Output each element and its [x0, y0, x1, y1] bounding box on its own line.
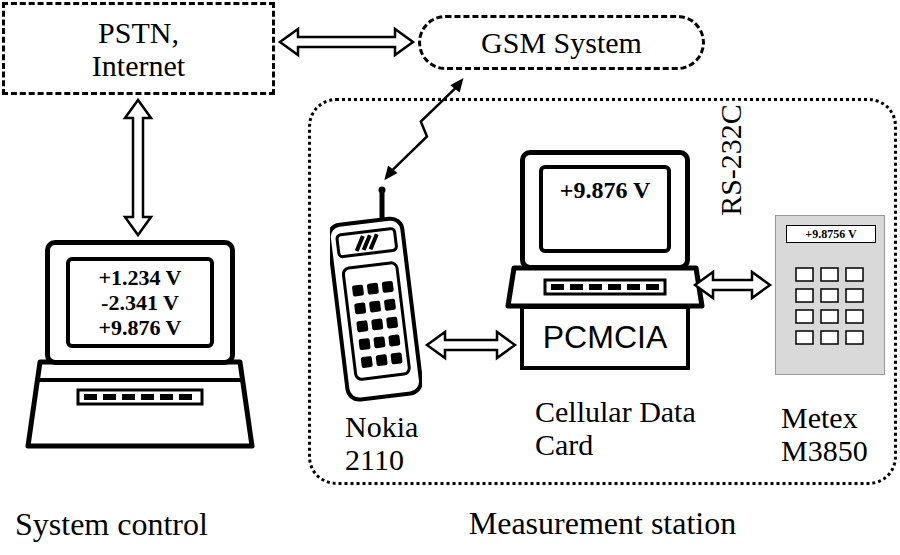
pcmcia-card: PCMCIACellular Data Card: [520, 305, 690, 370]
meter-key: [796, 289, 813, 302]
node-text: Metex M3850: [781, 401, 900, 467]
node-text: PCMCIA: [543, 320, 667, 355]
double-arrow: [695, 272, 770, 298]
node-text: +9.8756 V: [786, 225, 876, 243]
phone-key: [388, 334, 400, 346]
node-text: -2.341 V: [101, 290, 179, 315]
computer-screen: +9.876 V: [520, 150, 690, 270]
meter-key: [796, 310, 813, 323]
arrow-head: [384, 166, 397, 181]
phone-key: [352, 284, 364, 296]
meter-key: [796, 331, 813, 344]
station-region: Measurement stationNokia 2110+9.876 VPCM…: [308, 98, 897, 485]
meter-key: [821, 289, 838, 302]
gsm-cloud: GSM System: [418, 15, 705, 70]
phone-key: [354, 302, 366, 314]
node-text: +9.876 V: [560, 177, 651, 203]
phone-key: [382, 281, 394, 293]
phone-illustration: [330, 185, 422, 403]
keyboard-row: [545, 280, 665, 294]
meter-key: [846, 331, 863, 344]
computer-base: [508, 268, 702, 306]
node-text: +1.234 V: [98, 265, 181, 290]
connector-arrow: [384, 78, 463, 180]
node-text: PSTN, Internet: [59, 16, 219, 82]
meter-key: [821, 268, 838, 281]
node-text: Nokia 2110: [345, 410, 455, 476]
edge-label: RS-232C: [716, 101, 746, 219]
phone-key: [384, 299, 396, 311]
phone: Nokia 2110: [330, 185, 422, 403]
connector-arrow: [427, 332, 515, 358]
meter-key: [846, 310, 863, 323]
multimeter: +9.8756 VMetex M3850: [775, 215, 885, 375]
meter-key: [846, 268, 863, 281]
node-text: GSM System: [481, 26, 642, 59]
network-box: PSTN, Internet: [2, 2, 275, 95]
screen-glass: +1.234 V-2.341 V+9.876 V: [66, 257, 214, 348]
phone-key: [376, 354, 388, 366]
laptop-base-edge: [36, 378, 244, 382]
phone-key: [371, 318, 383, 330]
screen-glass: +9.876 V: [539, 165, 671, 253]
phone-key: [358, 338, 370, 350]
node-text: Measurement station: [311, 506, 894, 541]
phone-key: [367, 283, 379, 295]
phone-key: [369, 300, 381, 312]
caption-label: System control: [15, 507, 208, 542]
keyboard-row: [78, 390, 202, 404]
double-arrow: [125, 100, 151, 235]
connector-arrow: [125, 100, 151, 235]
phone-key: [373, 336, 385, 348]
phone-key: [386, 316, 398, 328]
node-text: +9.876 V: [98, 315, 181, 340]
double-arrow: [280, 29, 413, 55]
phone-key: [356, 320, 368, 332]
control-laptop-screen: +1.234 V-2.341 V+9.876 V: [45, 240, 235, 365]
phone-key: [390, 352, 402, 364]
connector-arrow: [695, 272, 770, 298]
keyboard-keys: [551, 284, 661, 290]
arrow-head: [450, 78, 463, 93]
node-text: Cellular Data Card: [535, 395, 700, 461]
meter-key: [796, 268, 813, 281]
keyboard-keys: [84, 394, 198, 400]
meter-key: [821, 310, 838, 323]
phone-key: [361, 356, 373, 368]
double-arrow: [427, 332, 515, 358]
meter-key: [821, 331, 838, 344]
connector-arrow: [280, 29, 413, 55]
laptop-base: [28, 362, 252, 446]
meter-key: [846, 289, 863, 302]
